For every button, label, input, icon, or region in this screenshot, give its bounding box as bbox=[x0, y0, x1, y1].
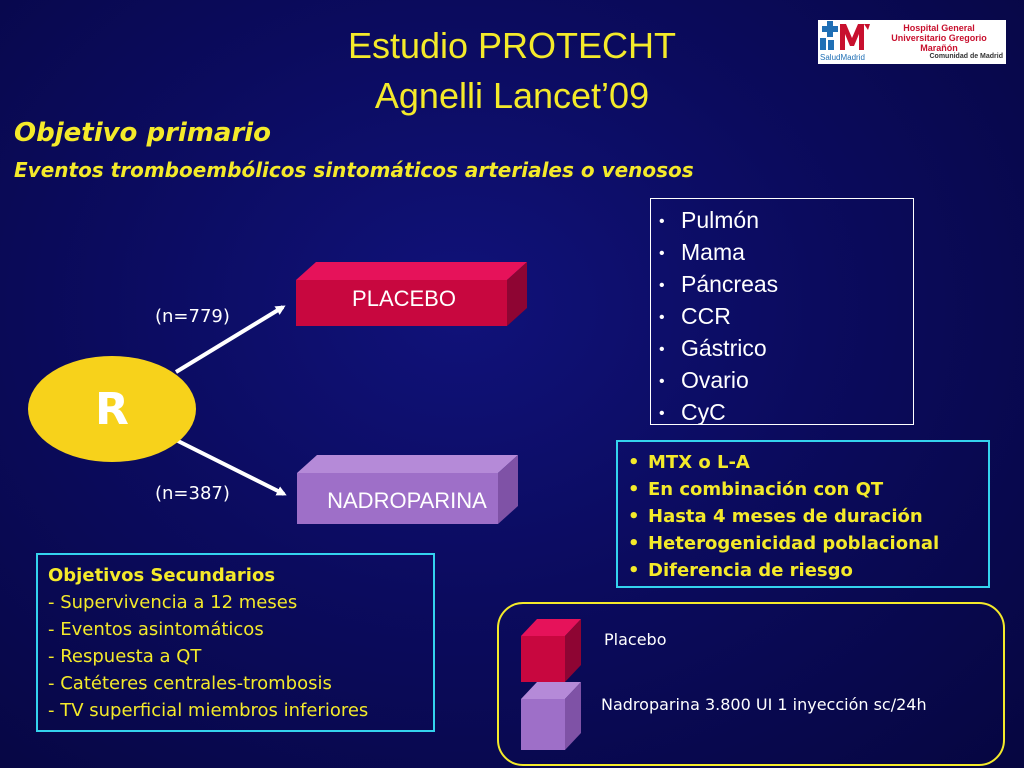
logo-region: Comunidad de Madrid bbox=[929, 53, 1004, 60]
legend-label-placebo: Placebo bbox=[604, 630, 667, 649]
list-item: - Respuesta a QT bbox=[48, 646, 202, 667]
salud-madrid-mark-icon bbox=[818, 20, 874, 64]
arrow-to-nadroparina bbox=[175, 438, 287, 496]
placebo-n-label: (n=779) bbox=[155, 306, 230, 327]
slide-subtitle: Agnelli Lancet’09 bbox=[374, 75, 650, 116]
placebo-box bbox=[296, 262, 527, 326]
arrow-to-placebo bbox=[174, 305, 286, 374]
list-item: •En combinación con QT bbox=[628, 479, 884, 500]
list-item: •Mama bbox=[659, 239, 745, 265]
list-item: - Supervivencia a 12 meses bbox=[48, 592, 298, 613]
nadroparina-n-label: (n=387) bbox=[155, 483, 230, 504]
hospital-logo: Hospital General Universitario Gregorio … bbox=[818, 20, 1006, 64]
secondary-objectives-box: Objetivos Secundarios - Supervivencia a … bbox=[36, 553, 435, 732]
list-item: - TV superficial miembros inferiores bbox=[48, 700, 369, 721]
list-item: •CyC bbox=[659, 399, 726, 425]
list-item: •Gástrico bbox=[659, 335, 767, 361]
legend-swatch-placebo bbox=[521, 619, 581, 682]
randomization-label: R bbox=[95, 383, 129, 435]
list-item: - Eventos asintomáticos bbox=[48, 619, 264, 640]
logo-hospital-name: Hospital General Universitario Gregorio … bbox=[891, 23, 987, 53]
primary-objective-heading: Objetivo primario bbox=[14, 118, 272, 148]
list-item: •MTX o L-A bbox=[628, 452, 750, 473]
list-item: •Heterogenicidad poblacional bbox=[628, 533, 940, 554]
nadroparina-box bbox=[297, 455, 518, 524]
list-item: •CCR bbox=[659, 303, 731, 329]
list-item: •Hasta 4 meses de duración bbox=[628, 506, 923, 527]
list-item: - Catéteres centrales-trombosis bbox=[48, 673, 332, 694]
list-item: •Diferencia de riesgo bbox=[628, 560, 853, 581]
legend-swatch-nadroparina bbox=[521, 682, 581, 750]
slide-title: Estudio PROTECHT bbox=[347, 25, 677, 66]
legend-label-nadroparina: Nadroparina 3.800 UI 1 inyección sc/24h bbox=[601, 695, 927, 714]
nadroparina-arm-label: NADROPARINA bbox=[327, 488, 487, 513]
placebo-arm-label: PLACEBO bbox=[352, 286, 456, 311]
randomization-oval: R bbox=[28, 356, 196, 462]
legend-box bbox=[497, 602, 1005, 766]
list-item: •Páncreas bbox=[659, 271, 779, 297]
secondary-objectives-heading: Objetivos Secundarios bbox=[48, 565, 276, 586]
criteria-box: •MTX o L-A •En combinación con QT •Hasta… bbox=[616, 440, 990, 588]
logo-salud-text: SaludMadrid bbox=[820, 53, 865, 62]
primary-objective-text: Eventos tromboembólicos sintomáticos art… bbox=[14, 158, 694, 182]
list-item: •Pulmón bbox=[659, 207, 759, 233]
list-item: •Ovario bbox=[659, 367, 749, 393]
tumor-types-box: •Pulmón •Mama •Páncreas •CCR •Gástrico •… bbox=[650, 198, 914, 425]
